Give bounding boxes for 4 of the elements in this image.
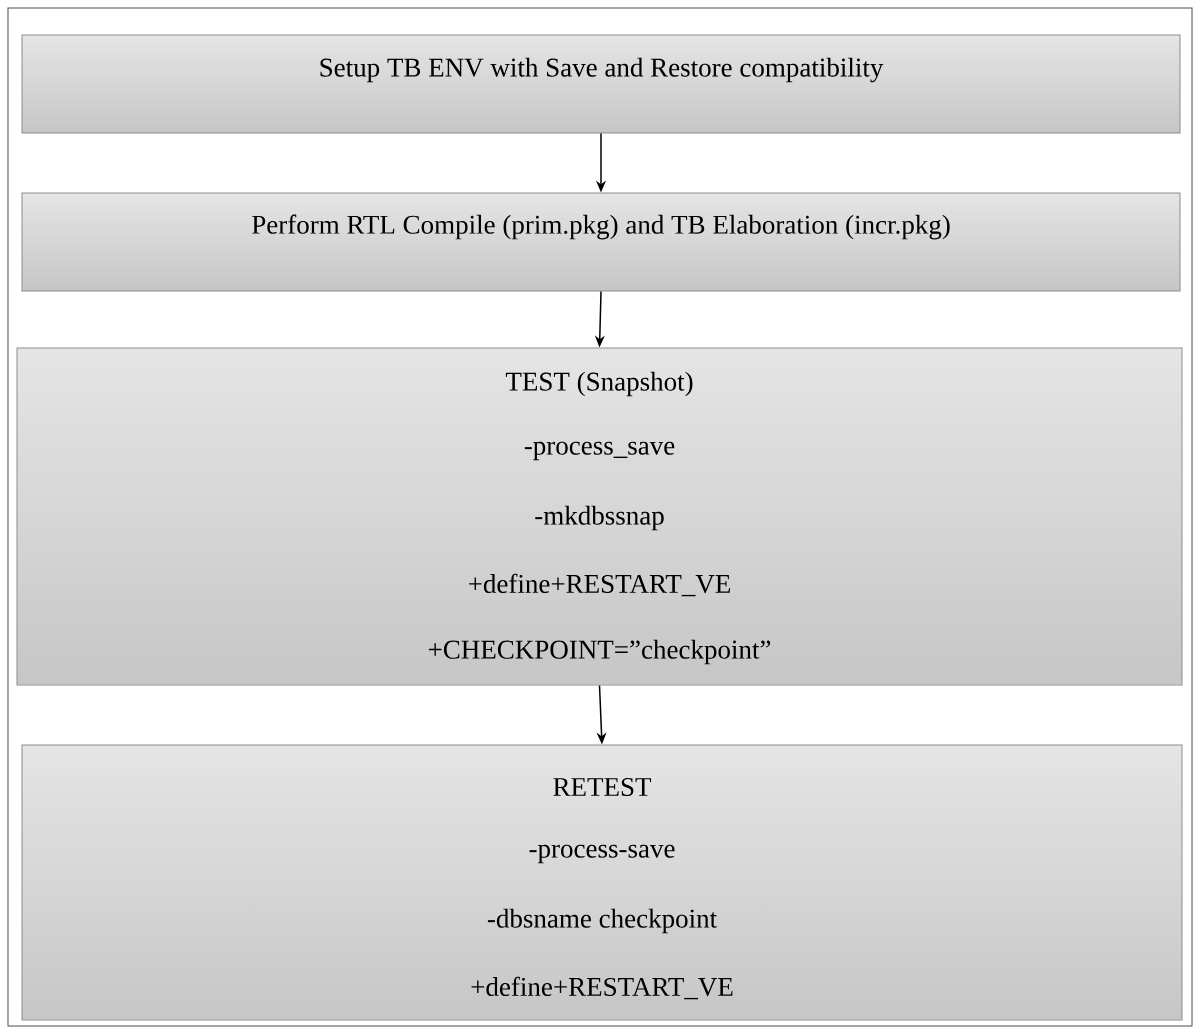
process-box: Setup TB ENV with Save and Restore compatibility <box>21 34 1181 134</box>
process-box: TEST (Snapshot) -process_save -mkdbssnap +define+RESTART_VE +CHECKPOINT=”checkpoint” <box>16 347 1183 686</box>
process-box: RETEST -process-save -dbsname checkpoint +define+RESTART_VE <box>21 744 1183 1021</box>
process-box: Perform RTL Compile (prim.pkg) and TB Elaboration (incr.pkg) <box>21 192 1181 292</box>
